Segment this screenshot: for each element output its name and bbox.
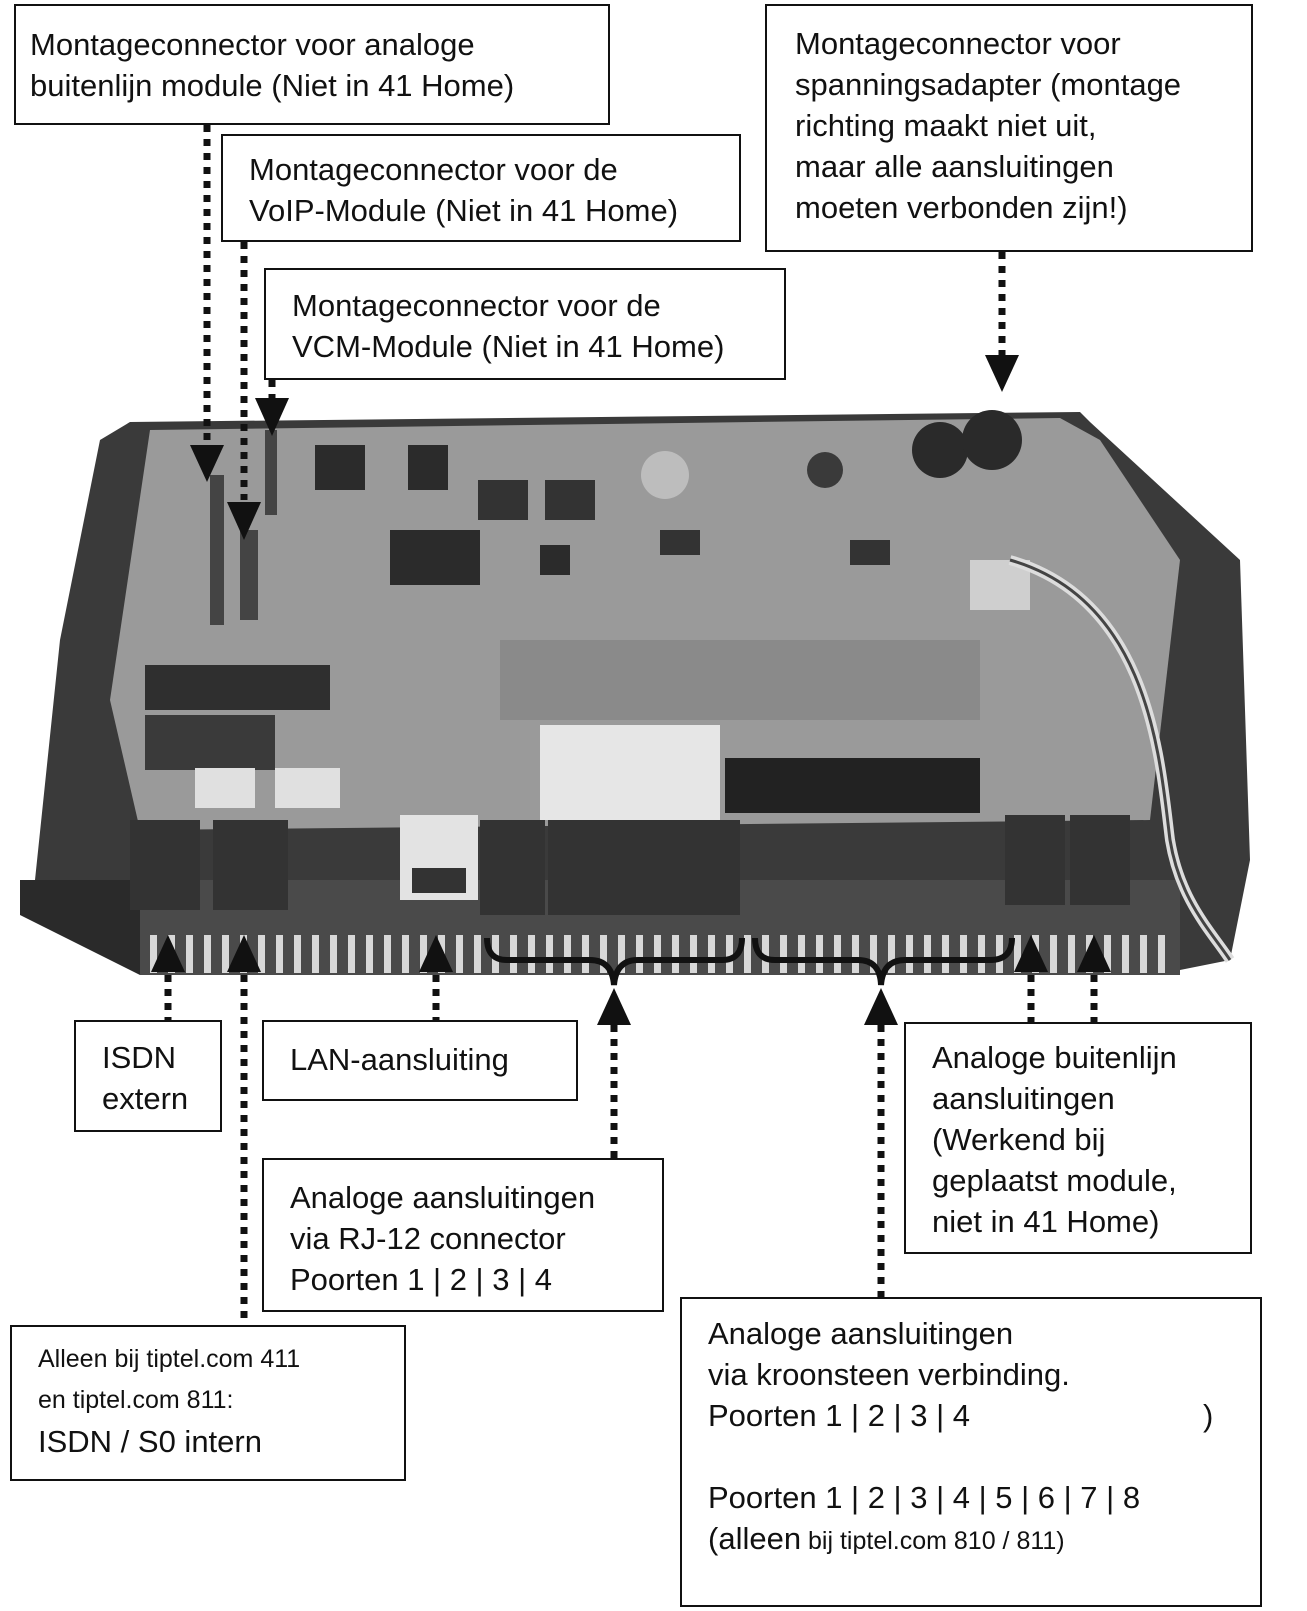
label-line: Alleen bij tiptel.com 411 bbox=[38, 1345, 301, 1373]
label-analog-outside-lines: Analoge buitenlijn aansluitingen (Werken… bbox=[904, 1022, 1252, 1254]
blank-line bbox=[708, 1436, 1246, 1477]
label-line: spanningsadapter (montage bbox=[795, 67, 1182, 102]
label-voip-module: Montageconnector voor de VoIP-Module (Ni… bbox=[221, 134, 741, 242]
arrow-up-icon bbox=[419, 935, 453, 972]
arrowheads bbox=[151, 355, 1111, 1025]
arrow-down-icon bbox=[227, 502, 261, 540]
label-line: extern bbox=[102, 1081, 189, 1116]
brace-rj12 bbox=[484, 937, 745, 986]
models-prefix: (alleen bbox=[708, 1521, 802, 1556]
arrow-down-icon bbox=[190, 445, 224, 482]
label-rj12-ports: Analoge aansluitingen via RJ-12 connecto… bbox=[262, 1158, 664, 1312]
label-line: aansluitingen bbox=[932, 1081, 1115, 1116]
label-line: VoIP-Module (Niet in 41 Home) bbox=[249, 193, 679, 228]
arrow-up-icon bbox=[227, 935, 261, 972]
label-isdn-external: ISDN extern bbox=[74, 1020, 222, 1132]
label-power-adapter: Montageconnector voor spanningsadapter (… bbox=[765, 4, 1253, 252]
label-line: Poorten 1 | 2 | 3 | 4 bbox=[290, 1262, 552, 1297]
label-vcm-module: Montageconnector voor de VCM-Module (Nie… bbox=[264, 268, 786, 380]
label-line: niet in 41 Home) bbox=[932, 1204, 1160, 1239]
label-line: Analoge buitenlijn bbox=[932, 1040, 1177, 1075]
label-line: Montageconnector voor de bbox=[292, 288, 661, 323]
label-line: buitenlijn module (Niet in 41 Home) bbox=[30, 68, 515, 103]
label-line: via kroonsteen verbinding. bbox=[708, 1357, 1070, 1392]
label-line-models: (alleen bij tiptel.com 810 / 811) bbox=[708, 1518, 1246, 1562]
label-line: richting maakt niet uit, bbox=[795, 108, 1097, 143]
label-line: via RJ-12 connector bbox=[290, 1221, 566, 1256]
label-line: Analoge aansluitingen bbox=[708, 1316, 1014, 1351]
label-line: Montageconnector voor analoge bbox=[30, 27, 475, 62]
label-lan: LAN-aansluiting bbox=[262, 1020, 578, 1101]
label-line-ports-4: Poorten 1 | 2 | 3 | 4 ) bbox=[708, 1395, 1246, 1436]
label-line: ISDN / S0 intern bbox=[38, 1424, 262, 1459]
braces bbox=[484, 937, 1015, 986]
label-line: moeten verbonden zijn!) bbox=[795, 190, 1128, 225]
label-line: LAN-aansluiting bbox=[290, 1042, 509, 1077]
arrow-up-icon bbox=[151, 935, 185, 972]
label-line: maar alle aansluitingen bbox=[795, 149, 1114, 184]
label-line: Analoge aansluitingen bbox=[290, 1180, 596, 1215]
label-terminal-block-ports: Analoge aansluitingen via kroonsteen ver… bbox=[680, 1297, 1262, 1607]
label-line: (Werkend bij bbox=[932, 1122, 1106, 1157]
circuit-board bbox=[110, 410, 1180, 830]
ports-1-4-text: Poorten 1 | 2 | 3 | 4 bbox=[708, 1398, 970, 1433]
arrow-down-icon bbox=[255, 398, 289, 436]
closing-paren: ) bbox=[1203, 1398, 1214, 1433]
label-line: Montageconnector voor de bbox=[249, 152, 618, 187]
label-line: geplaatst module, bbox=[932, 1163, 1177, 1198]
label-line: Montageconnector voor bbox=[795, 26, 1121, 61]
label-line: VCM-Module (Niet in 41 Home) bbox=[292, 329, 725, 364]
label-isdn-internal: Alleen bij tiptel.com 411 en tiptel.com … bbox=[10, 1325, 406, 1481]
label-outside-line-module: Montageconnector voor analoge buitenlijn… bbox=[14, 4, 610, 125]
rj-connectors bbox=[130, 815, 1130, 915]
label-line: ISDN bbox=[102, 1040, 177, 1075]
brace-terminal bbox=[752, 937, 1015, 986]
leader-lines bbox=[164, 125, 1098, 1325]
arrow-up-icon bbox=[1014, 935, 1048, 972]
arrow-down-icon bbox=[985, 355, 1019, 392]
label-line: Poorten 1 | 2 | 3 | 4 | 5 | 6 | 7 | 8 bbox=[708, 1480, 1141, 1515]
models-suffix: bij tiptel.com 810 / 811) bbox=[801, 1527, 1065, 1555]
arrow-up-icon bbox=[864, 988, 898, 1025]
arrow-up-icon bbox=[1077, 935, 1111, 972]
label-line: en tiptel.com 811: bbox=[38, 1386, 234, 1414]
arrow-up-icon bbox=[597, 988, 631, 1025]
